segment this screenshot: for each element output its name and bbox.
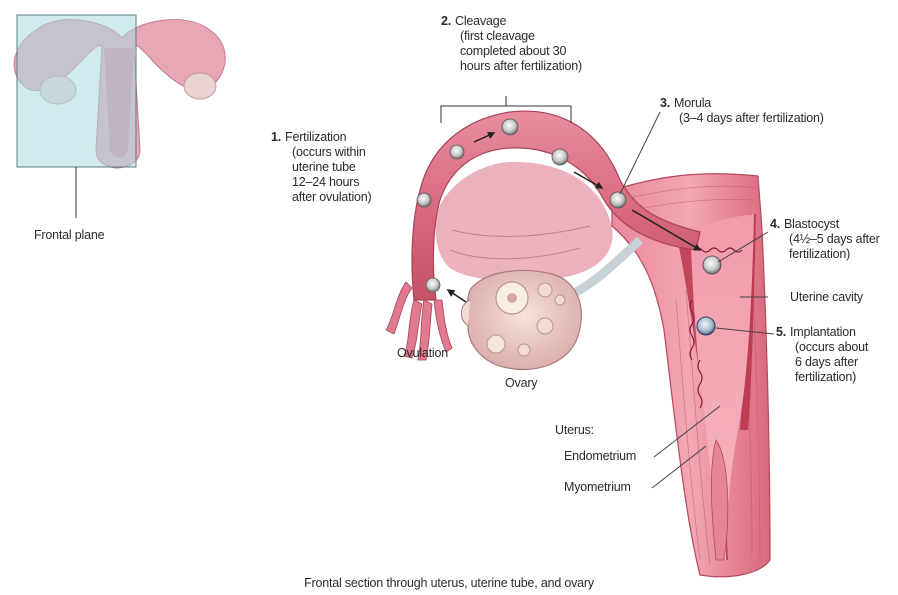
step-number: 2. (441, 14, 451, 28)
step-title: Cleavage (455, 14, 506, 28)
ovary-label: Ovary (505, 376, 537, 391)
step-detail: completed about 30 (441, 44, 582, 59)
step-detail: 6 days after (776, 355, 868, 370)
frontal-plane-box (17, 15, 136, 167)
step-title: Morula (674, 96, 711, 110)
figure-caption: Frontal section through uterus, uterine … (0, 576, 898, 591)
ovary (461, 271, 581, 370)
step-morula: 3. Morula (3–4 days after fertilization) (660, 96, 824, 126)
step-detail: (first cleavage (441, 29, 582, 44)
step-detail: uterine tube (271, 160, 371, 175)
step-cleavage: 2. Cleavage (first cleavage completed abo… (441, 14, 582, 74)
ovulation-arrow (448, 290, 466, 302)
ovulated-oocyte (426, 278, 440, 292)
step-detail: (3–4 days after fertilization) (660, 111, 824, 126)
uterus-label: Uterus: (555, 423, 594, 438)
step-detail: fertilization) (776, 370, 868, 385)
step-detail: 12–24 hours (271, 175, 371, 190)
step-detail: (occurs about (776, 340, 868, 355)
step-detail: after ovulation) (271, 190, 371, 205)
step-title: Fertilization (285, 130, 346, 144)
step-number: 4. (770, 217, 780, 231)
endometrium-label: Endometrium (564, 449, 636, 464)
step-detail: (4½–5 days after (770, 232, 880, 247)
uterine-cavity-label: Uterine cavity (790, 290, 863, 305)
step-number: 5. (776, 325, 786, 339)
step-detail: (occurs within (271, 145, 371, 160)
step-detail: hours after fertilization) (441, 59, 582, 74)
step-number: 3. (660, 96, 670, 110)
frontal-plane-label: Frontal plane (34, 228, 104, 243)
step-blastocyst: 4. Blastocyst (4½–5 days after fertilizat… (770, 217, 880, 262)
ovulation-label: Ovulation (397, 346, 448, 361)
step-number: 1. (271, 130, 281, 144)
step-implantation: 5. Implantation (occurs about 6 days afte… (776, 325, 868, 385)
step-fertilization: 1. Fertilization (occurs within uterine t… (271, 130, 371, 205)
myometrium-label: Myometrium (564, 480, 631, 495)
step-title: Blastocyst (784, 217, 839, 231)
step-detail: fertilization) (770, 247, 880, 262)
step-title: Implantation (790, 325, 856, 339)
